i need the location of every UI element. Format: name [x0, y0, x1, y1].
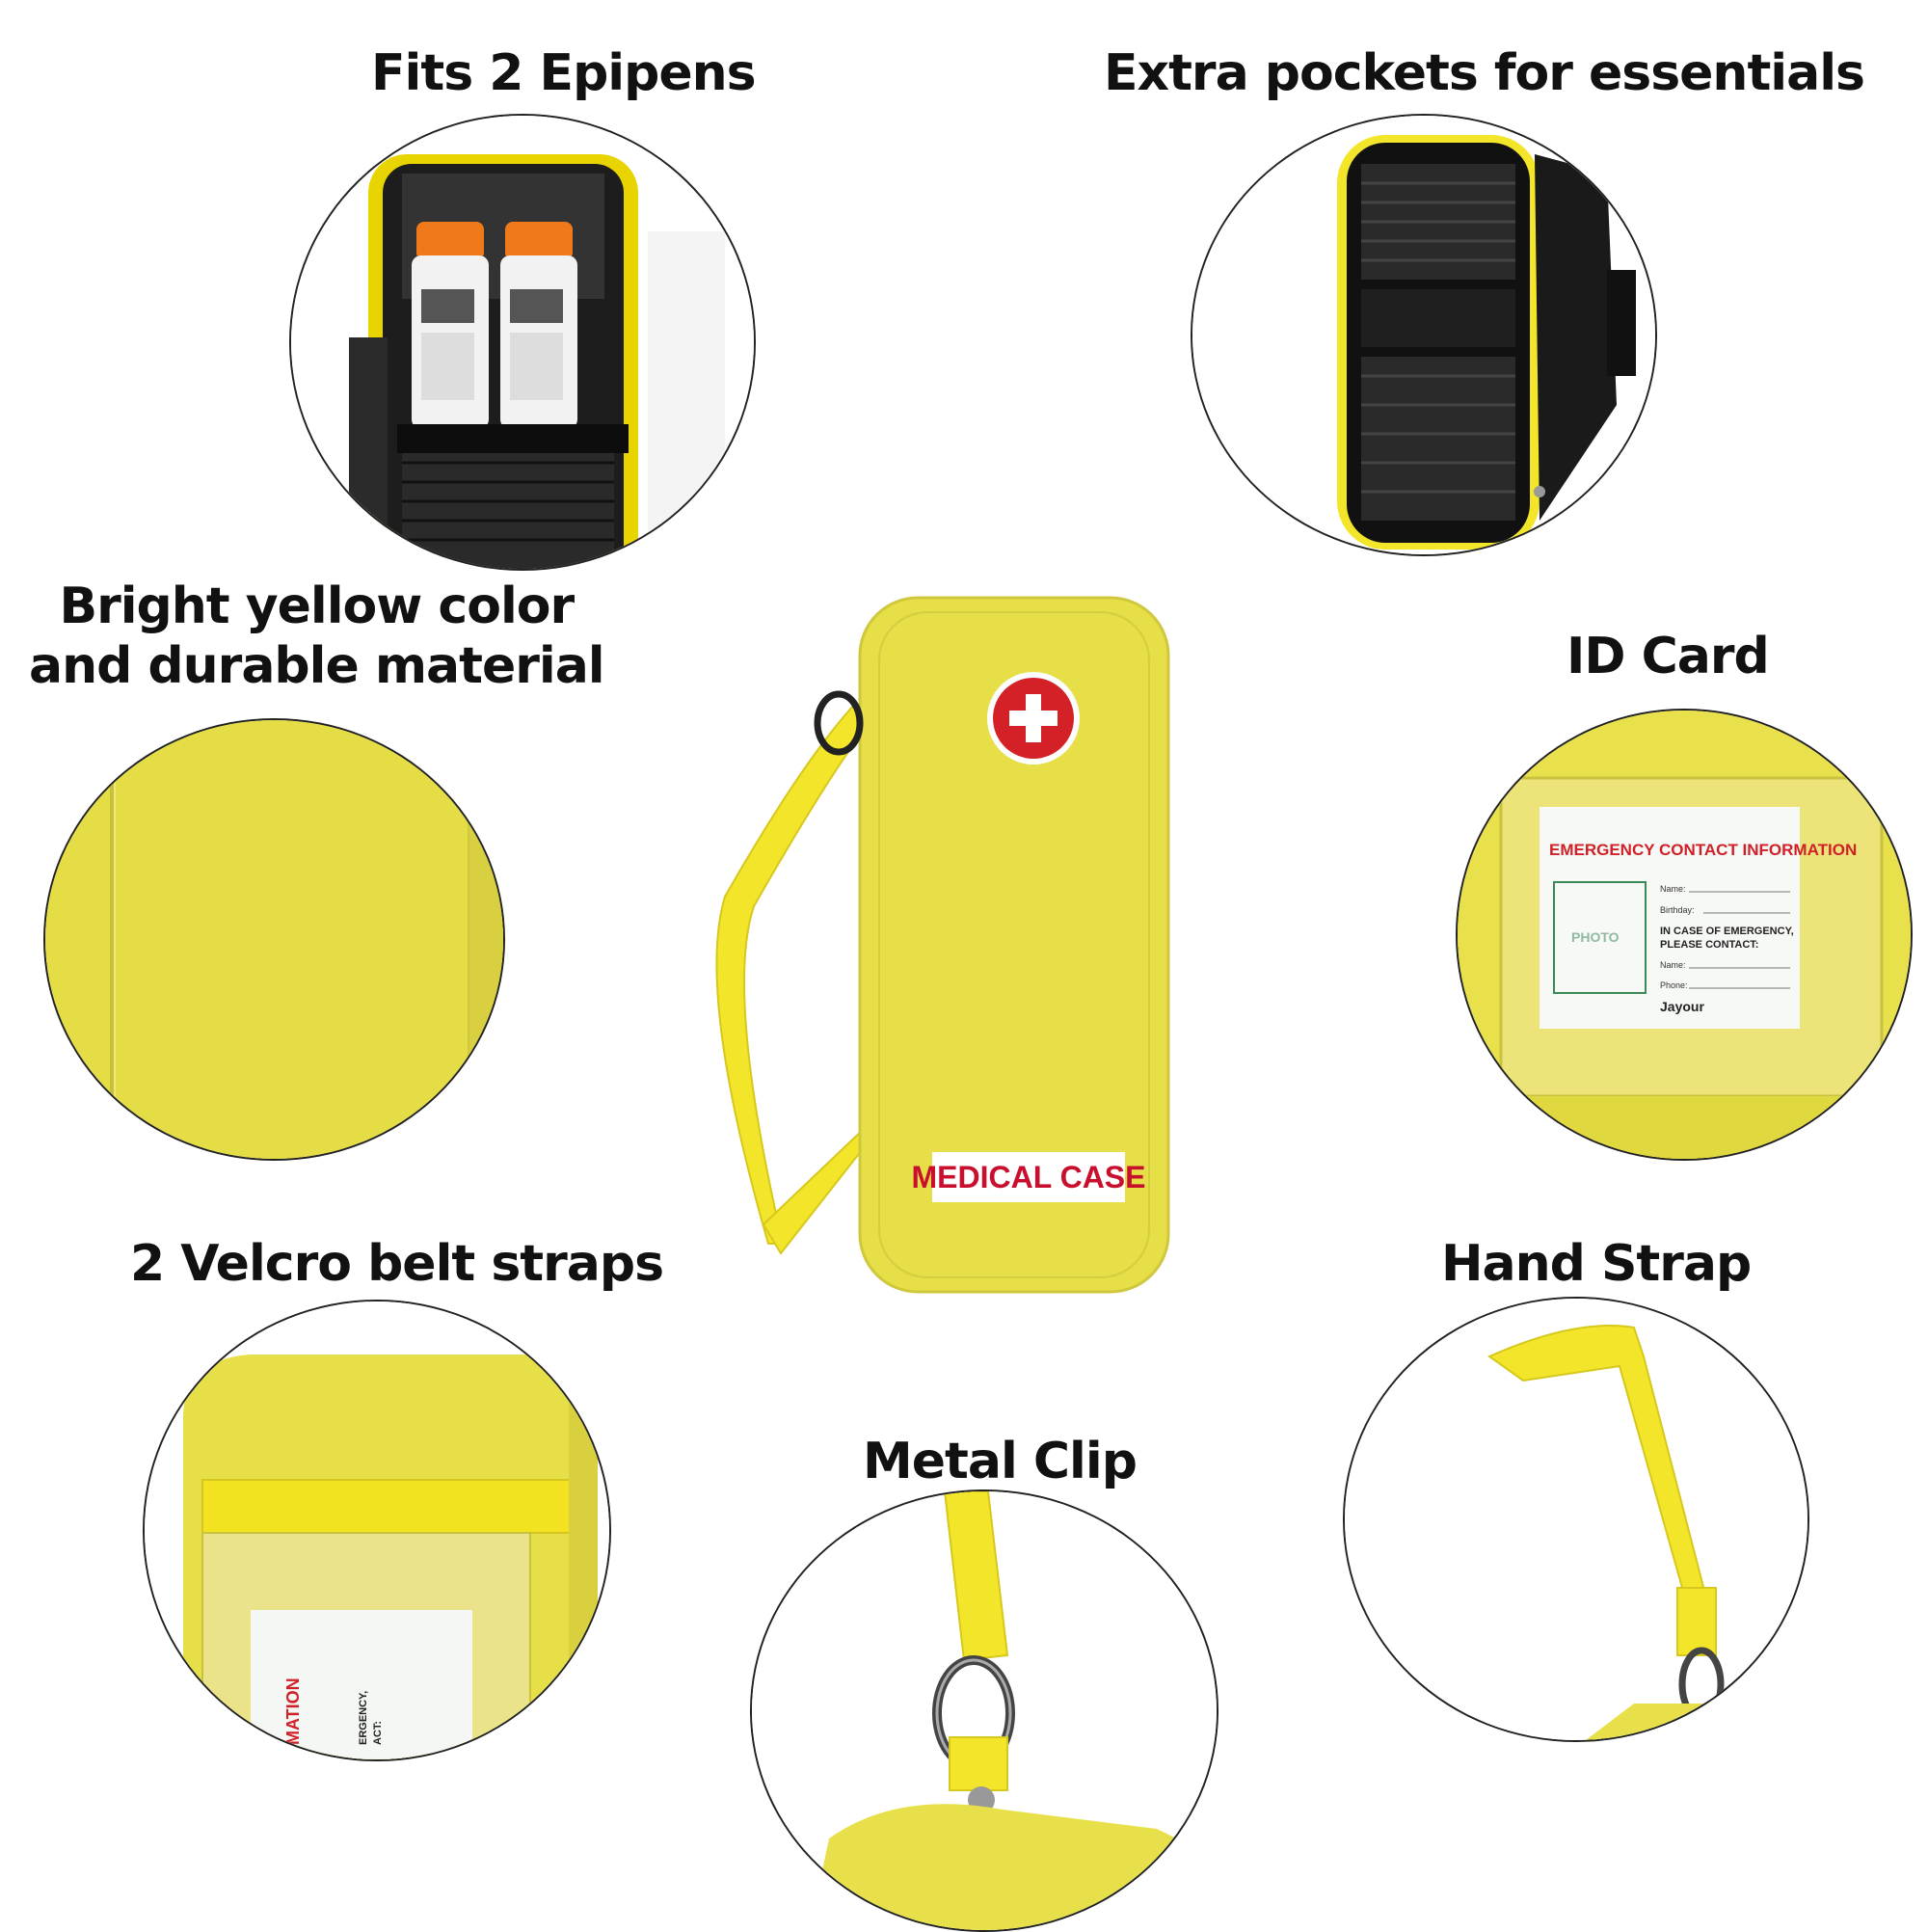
- velcro-card-text-3: ACT:: [372, 1721, 384, 1745]
- epipens-detail-photo: [289, 114, 756, 571]
- hand-strap-illustration: [1345, 1299, 1808, 1740]
- velcro-card-text-2: ERGENCY,: [358, 1691, 369, 1745]
- epipens-illustration: [291, 116, 754, 569]
- id-card-emergency-line2: PLEASE CONTACT:: [1660, 939, 1758, 951]
- caption-bright-yellow-line2: and durable material: [29, 637, 605, 696]
- id-card-birthday-label: Birthday:: [1660, 905, 1695, 915]
- velcro-card-text-1: MATION: [283, 1677, 303, 1745]
- caption-fits-epipens: Fits 2 Epipens: [371, 44, 757, 102]
- caption-velcro-straps: 2 Velcro belt straps: [130, 1235, 664, 1293]
- material-illustration: [45, 720, 503, 1159]
- id-card-phone-label: Phone:: [1660, 980, 1688, 990]
- id-card-brand: Jayour: [1660, 999, 1704, 1014]
- id-card-contact-name-label: Name:: [1660, 960, 1686, 970]
- metal-clip-illustration: [752, 1491, 1217, 1930]
- caption-metal-clip: Metal Clip: [863, 1433, 1138, 1490]
- pockets-illustration: [1192, 116, 1655, 554]
- id-card-illustration: EMERGENCY CONTACT INFORMATION PHOTO Name…: [1458, 711, 1911, 1159]
- caption-bright-yellow: Bright yellow color and durable material: [29, 577, 605, 697]
- metal-clip-detail-photo: [750, 1489, 1218, 1932]
- medical-case-product: MEDICAL CASE: [686, 588, 1207, 1301]
- caption-extra-pockets: Extra pockets for essentials: [1104, 44, 1865, 102]
- id-card-emergency-line1: IN CASE OF EMERGENCY,: [1660, 926, 1794, 937]
- velcro-detail-photo: MATION ERGENCY, ACT:: [143, 1300, 611, 1761]
- id-card-detail-photo: EMERGENCY CONTACT INFORMATION PHOTO Name…: [1456, 709, 1913, 1161]
- medical-case-illustration: MEDICAL CASE: [715, 596, 1170, 1294]
- velcro-illustration: MATION ERGENCY, ACT:: [145, 1301, 609, 1759]
- hand-strap-detail-photo: [1343, 1297, 1809, 1742]
- medical-case-label: MEDICAL CASE: [912, 1160, 1146, 1194]
- pockets-detail-photo: [1191, 114, 1657, 556]
- id-card-name-label: Name:: [1660, 884, 1686, 894]
- caption-id-card: ID Card: [1566, 628, 1770, 685]
- caption-hand-strap: Hand Strap: [1441, 1235, 1752, 1293]
- caption-bright-yellow-line1: Bright yellow color: [59, 577, 575, 635]
- id-card-title: EMERGENCY CONTACT INFORMATION: [1549, 841, 1857, 859]
- material-detail-photo: [43, 718, 505, 1161]
- id-card-photo-label: PHOTO: [1571, 929, 1620, 945]
